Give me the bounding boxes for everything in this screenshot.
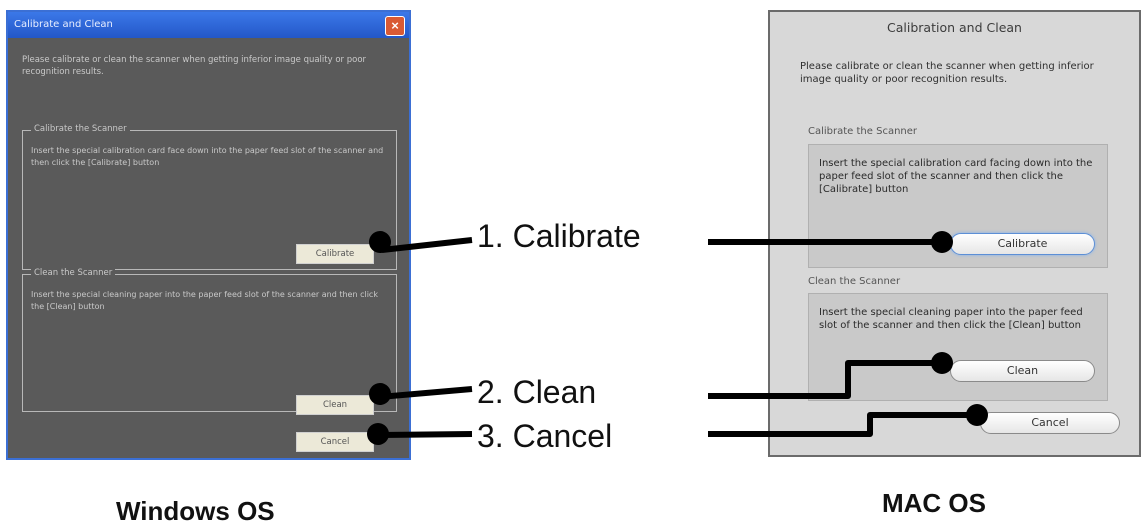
mac-clean-group: Insert the special cleaning paper into t…: [808, 293, 1108, 401]
annotation-clean: 2. Clean: [477, 374, 597, 410]
windows-cancel-button[interactable]: Cancel: [296, 432, 374, 452]
windows-dialog-title: Calibrate and Clean: [8, 12, 409, 38]
connector-cancel-windows: [379, 431, 473, 438]
windows-os-label: Windows OS: [116, 496, 275, 526]
windows-clean-group: Clean the Scanner Insert the special cle…: [22, 268, 397, 412]
windows-dialog-description: Please calibrate or clean the scanner wh…: [22, 55, 367, 77]
mac-dialog: Calibration and Clean Please calibrate o…: [768, 10, 1141, 457]
windows-calibrate-group: Calibrate the Scanner Insert the special…: [22, 124, 397, 270]
windows-clean-legend: Clean the Scanner: [31, 268, 116, 278]
windows-calibrate-legend: Calibrate the Scanner: [31, 124, 130, 134]
marker-dot-mac-cancel: [966, 404, 988, 426]
windows-clean-button[interactable]: Clean: [296, 395, 374, 415]
marker-dot-windows-cancel: [367, 423, 389, 445]
marker-dot-windows-clean: [369, 383, 391, 405]
mac-calibrate-label: Calibrate the Scanner: [808, 126, 918, 137]
marker-dot-mac-clean: [931, 352, 953, 374]
connector-clean-windows: [379, 386, 473, 400]
connector-cancel-mac: [708, 412, 975, 437]
annotation-calibrate: 1. Calibrate: [477, 218, 641, 254]
windows-clean-instructions: Insert the special cleaning paper into t…: [31, 290, 378, 311]
annotation-cancel: 3. Cancel: [477, 418, 613, 454]
mac-calibrate-instructions: Insert the special calibration card faci…: [819, 158, 1093, 195]
mac-cancel-button[interactable]: Cancel: [980, 412, 1120, 434]
windows-calibrate-instructions: Insert the special calibration card face…: [31, 146, 384, 167]
mac-dialog-description: Please calibrate or clean the scanner wh…: [800, 61, 1094, 85]
mac-calibrate-button[interactable]: Calibrate: [950, 233, 1095, 255]
windows-dialog: Calibrate and Clean × Please calibrate o…: [6, 10, 411, 460]
windows-calibrate-button[interactable]: Calibrate: [296, 244, 374, 264]
mac-clean-button[interactable]: Clean: [950, 360, 1095, 382]
connector-clean-mac: [708, 360, 942, 399]
mac-clean-label: Clean the Scanner: [808, 276, 901, 287]
close-icon[interactable]: ×: [385, 16, 405, 36]
connector-calibrate-windows: [381, 237, 473, 253]
mac-os-label: MAC OS: [882, 488, 986, 518]
mac-clean-instructions: Insert the special cleaning paper into t…: [819, 307, 1083, 331]
mac-dialog-title: Calibration and Clean: [887, 20, 1022, 35]
marker-dot-windows-calibrate: [369, 231, 391, 253]
marker-dot-mac-calibrate: [931, 231, 953, 253]
